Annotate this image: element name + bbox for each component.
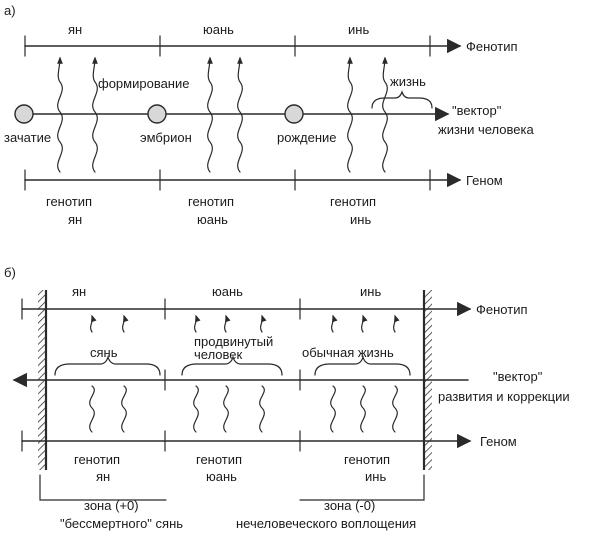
panel-b-short-arrows <box>89 314 400 333</box>
group-ordinary-life-label: обычная жизнь <box>302 345 394 360</box>
brace-advanced <box>181 354 283 376</box>
panel-a: а) Фенотип ян юань инь "вектор" жизни че… <box>4 3 534 227</box>
life-label: жизнь <box>390 74 426 89</box>
wavy-line <box>259 385 265 433</box>
zone-minus-line2: нечеловеческого воплощения <box>236 516 416 531</box>
wavy-arrow <box>57 56 63 173</box>
panel-b-wavy-lines <box>89 385 398 433</box>
panel-a-wavy-arrows <box>57 56 388 173</box>
wavy-arrow <box>382 56 388 173</box>
panel-b-vector-subtitle: развития и коррекции <box>438 389 570 404</box>
group-advanced-line2: человек <box>194 347 243 362</box>
wavy-line <box>193 385 199 433</box>
stage-embryo-label: эмбрион <box>140 130 192 145</box>
wavy-line <box>392 385 398 433</box>
brace-ordinary <box>314 354 411 376</box>
panel-a-period-yin: инь <box>348 22 369 37</box>
zone-minus-line1: зона (-0) <box>324 498 375 513</box>
wavy-line <box>223 385 229 433</box>
panel-b: б) Фенотип ян юань инь сянь продв <box>4 265 570 531</box>
conception-point <box>14 104 34 124</box>
short-arrow <box>392 314 400 333</box>
panel-b-genome-line <box>21 430 472 452</box>
zone-plus-line2: "бессмертного" сянь <box>60 516 183 531</box>
panel-a-period-yuan: юань <box>203 22 234 37</box>
group-advanced-line1: продвинутый <box>194 334 273 349</box>
panel-b-period-yang: ян <box>72 284 86 299</box>
zone-plus-bracket <box>39 474 167 501</box>
birth-point <box>284 104 304 124</box>
panel-b-genotype-yin: инь <box>365 469 386 484</box>
panel-b-marker: б) <box>4 265 16 280</box>
zone-plus-line1: зона (+0) <box>84 498 139 513</box>
panel-b-genotype-yuan: юань <box>206 469 237 484</box>
wavy-line <box>89 385 95 433</box>
formation-label: формирование <box>98 76 189 91</box>
embryo-point <box>147 104 167 124</box>
panel-a-genotype-yang: ян <box>68 212 82 227</box>
brace-syan <box>54 354 161 376</box>
panel-a-genome-line <box>24 169 462 191</box>
short-arrow <box>330 314 338 333</box>
wavy-arrow <box>347 56 353 173</box>
panel-a-period-yang: ян <box>68 22 82 37</box>
stage-birth-label: рождение <box>277 130 337 145</box>
panel-b-phenotype-label: Фенотип <box>476 302 528 317</box>
panel-a-vector-title: "вектор" <box>452 103 502 118</box>
panel-a-phenotype-line <box>24 35 462 57</box>
short-arrow <box>193 314 201 333</box>
life-brace <box>371 90 433 109</box>
panel-a-genotype-yuan-word: генотип <box>188 194 234 209</box>
panel-a-genotype-yang-word: генотип <box>46 194 92 209</box>
panel-a-phenotype-label: Фенотип <box>466 39 518 54</box>
short-arrow <box>223 314 231 333</box>
panel-a-genotype-yin-word: генотип <box>330 194 376 209</box>
panel-b-genotype-yuan-word: генотип <box>196 452 242 467</box>
panel-b-vector-title: "вектор" <box>493 369 543 384</box>
wavy-line <box>330 385 336 433</box>
panel-a-marker: а) <box>4 3 16 18</box>
short-arrow <box>259 314 267 333</box>
short-arrow <box>121 314 129 333</box>
short-arrow <box>89 314 97 333</box>
panel-b-genotype-yin-word: генотип <box>344 452 390 467</box>
stage-conception-label: зачатие <box>4 130 51 145</box>
panel-a-genome-label: Геном <box>466 173 503 188</box>
wavy-line <box>121 385 127 433</box>
panel-a-vector-subtitle: жизни человека <box>438 122 534 137</box>
panel-b-development-vector <box>12 369 469 391</box>
panel-b-genome-label: Геном <box>480 434 517 449</box>
panel-a-genotype-yuan: юань <box>197 212 228 227</box>
wavy-line <box>360 385 366 433</box>
group-syan-label: сянь <box>90 345 118 360</box>
wavy-arrow <box>92 56 98 173</box>
panel-b-period-yin: инь <box>360 284 381 299</box>
panel-b-genotype-yang-word: генотип <box>74 452 120 467</box>
panel-b-phenotype-line <box>21 298 472 320</box>
zone-minus-bracket <box>299 474 425 501</box>
panel-b-period-yuan: юань <box>212 284 243 299</box>
short-arrow <box>360 314 368 333</box>
panel-b-genotype-yang: ян <box>96 469 110 484</box>
wavy-arrow <box>207 56 213 173</box>
wavy-arrow <box>237 56 243 173</box>
panel-a-genotype-yin: инь <box>350 212 371 227</box>
